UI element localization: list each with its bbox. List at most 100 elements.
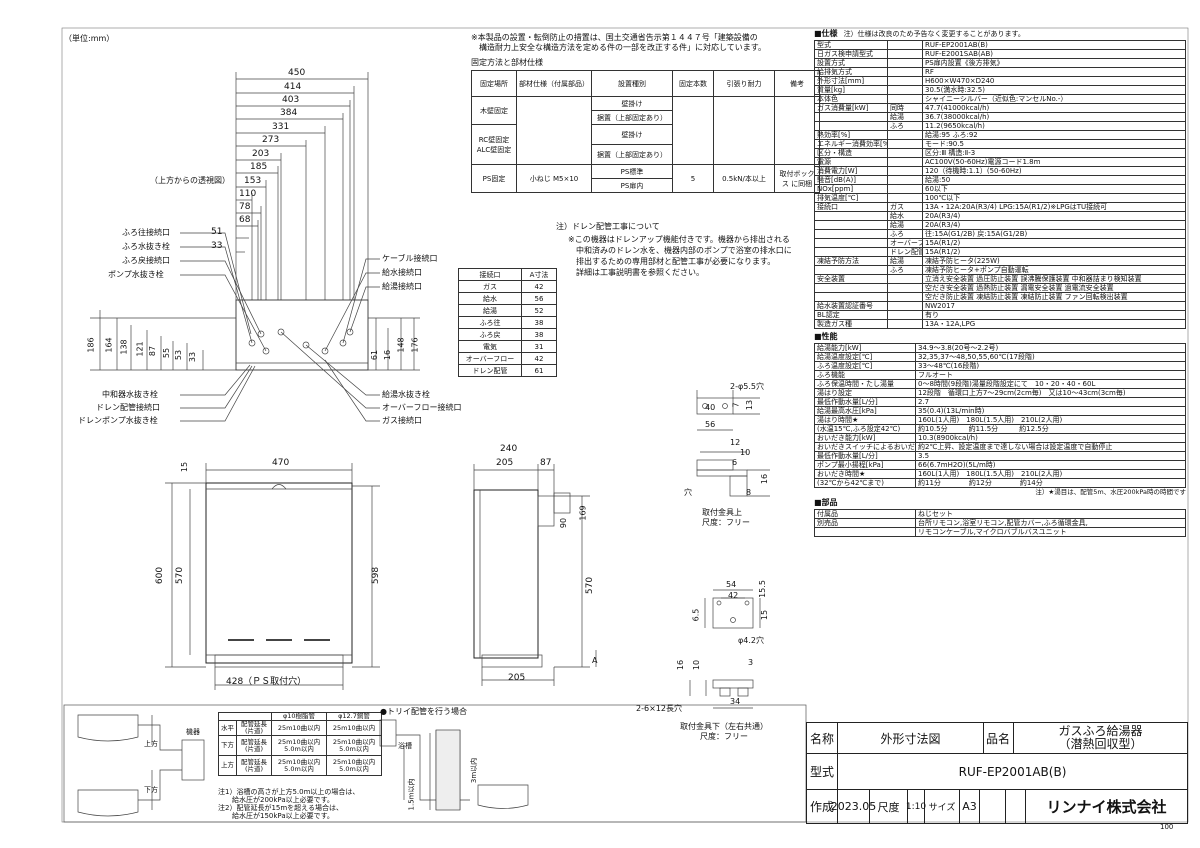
parts-row: リモコンケーブル,マイクロバブルバスユニット [814,527,1186,537]
spec-cell [887,193,923,203]
perf-cell: フルオート [915,370,1186,380]
parts-cell [814,527,916,537]
fix-r4c2: PS標準 [591,164,673,179]
spec-cell [887,292,923,302]
bracket-bot-caption: 取付金具下（左右共通） [680,722,768,731]
label-hot-water-port: 給湯接続口 [382,282,422,291]
dim-side-4: 87 [148,345,158,357]
page-number: 100 [1160,823,1174,831]
diag-up: 上方 [144,740,158,748]
perf-cell: 35(0.4)(13L/min時) [915,406,1186,416]
spec-cell [887,94,923,104]
spec-cell: 20A(R3/4) [922,211,1186,221]
perf-cell: 約10.5分 約11.5分 約12.5分 [915,424,1186,434]
conn-r3-1: 38 [521,316,557,329]
spec-cell: 給湯:50 [922,175,1186,185]
spec-row: ふろ往:15A(G1/2B) 戻:15A(G1/2B) [814,229,1186,239]
perf-cell: 33～48℃(16段階) [915,361,1186,371]
perf-table: 給湯能力[kW]34.9～3.8(20号～2.2号)給湯温度設定[℃]32,35… [814,343,1186,488]
spec-cell: 立消え安全装置 過圧防止装置 誤沸騰保護装置 中和器詰まり検知装置 [922,274,1186,284]
parts-cell: リモコンケーブル,マイクロバブルバスユニット [915,527,1186,537]
pipe-note-1: 給水圧が200kPa以上必要です。 [218,796,334,804]
spec-cell: ふろ [887,121,923,131]
fix-r5c2: PS扉内 [591,178,673,193]
perf-cell: 10.3(8900kcal/h) [915,433,1186,443]
fix-table: 固定場所 部材仕様（付属部品） 設置種別 固定本数 引張り耐力 備考 木壁固定壁… [471,70,820,193]
top-view-label: （上方からの透視図） [150,176,230,185]
spec-cell: オーバーフロー [887,238,923,248]
fix-h4: 引張り耐力 [713,70,775,97]
conn-r7-0: ドレン配管 [458,364,522,377]
spec-cell: 外形寸法[mm] [814,76,888,86]
conn-r4-0: ふろ戻 [458,328,522,341]
dim-side-7: 33 [188,351,198,363]
spec-cell [814,292,888,302]
spec-cell [814,229,888,239]
bracket-bot-d8: 3 [748,658,754,667]
spec-cell [887,67,923,77]
pipe-note-3: 給水圧が150kPa以上必要です。 [218,812,334,820]
spec-cell: NW2017 [922,301,1186,311]
drain-note-0: ※この機器はドレンアップ機能付きです。機器から排出される [568,235,790,244]
spec-cell [887,76,923,86]
perf-cell: 12段階 循環口上方7～29cm(2cm毎) 又は10～43cm(3cm毎) [915,388,1186,398]
perf-note: 注）★湯目は、配管5m、水圧200kPa時の時間です [1035,488,1186,496]
perf-body: 給湯能力[kW]34.9～3.8(20号～2.2号)給湯温度設定[℃]32,35… [814,343,1186,488]
spec-cell: RUF-E2001SAB(AB) [922,49,1186,59]
conn-r6-0: オーバーフロー [458,352,522,365]
tb-product-value: ガスふろ給湯器 （潜熱回収型） [1014,723,1187,753]
spec-cell: ふろ [887,229,923,239]
perf-cell: 約11分 約12分 約14分 [915,478,1186,488]
perf-row: おいだきスイッチによるおいだき約2℃上昇、設定温度まで達しない場合は設定温度で自… [814,442,1186,452]
spec-cell: 騒音[dB(A)] [814,175,888,185]
parts-cell: ねじセット [915,509,1186,519]
spec-cell: 熱効率[%] [814,130,888,140]
spec-row: 安全装置立消え安全装置 過圧防止装置 誤沸騰保護装置 中和器詰まり検知装置 [814,274,1186,284]
tb-date: 2023.05 [830,800,877,813]
label-furo-return-port: ふろ戻接続口 [122,256,170,265]
spec-cell: 100℃以下 [922,193,1186,203]
conn-r1-0: 給水 [458,292,522,305]
perf-cell: 3.5 [915,451,1186,461]
drain-note-title: 注）ドレン配管工事について [556,222,660,231]
dim-side-1: 164 [104,337,114,353]
spec-cell [887,139,923,149]
parts-cell: 付属品 [814,509,916,519]
label-drain-pipe-port: ドレン配管接続口 [96,403,160,412]
bracket-top-d5: 12 [730,438,741,447]
pipe-r0-3: 25m10曲以内 [326,720,382,736]
spec-cell [814,238,888,248]
perf-cell: おいだきスイッチによるおいだき [814,442,916,452]
spec-cell: RF [922,67,1186,77]
label-furo-drain-plug: ふろ水抜き栓 [122,242,170,251]
dim-side-q: 90 [559,517,569,529]
tb-model-value: RUF-EP2001AB(B) [958,764,1067,779]
label-furo-out-port: ふろ往接続口 [122,228,170,237]
pipe-note-0: 注1）浴槽の高さが上方5.0m以上の場合は、 [218,788,360,796]
spec-cell [814,211,888,221]
fix-r3c2: 据置（上部固定あり） [591,144,673,165]
spec-cell: 同時 [887,103,923,113]
title-block: 名称 外形寸法図 品名 ガスふろ給湯器 （潜熱回収型） 型式 RUF-EP200… [806,722,1188,824]
fix-r4c0: PS固定 [471,164,517,193]
perf-cell: (水温15℃,ふろ設定42℃) [814,424,916,434]
bracket-top-d4: 13 [745,399,755,411]
spec-cell [887,301,923,311]
spec-cell: 凍結予防方法 [814,256,888,266]
tb-scale: 1:10 [905,801,927,812]
spec-title-note: 注）仕様は改良のため予告なく変更することがあります。 [843,30,1025,38]
spec-row: 質量[kg]30.5(満水時:32.5) [814,85,1186,95]
spec-cell: 本体色 [814,94,888,104]
pipe-h3: φ12.7銅管 [326,712,382,721]
spec-cell: 15A(R1/2) [922,238,1186,248]
spec-row: 熱効率[%]給湯:95 ふろ:92 [814,130,1186,140]
spec-row: BL認定有り [814,310,1186,320]
perf-row: おいだき時間★160L(1人用) 180L(1.5人用) 210L(2人用) [814,469,1186,479]
spec-cell: 給湯 [887,220,923,230]
bracket-top-hole2: 穴 [684,488,692,497]
